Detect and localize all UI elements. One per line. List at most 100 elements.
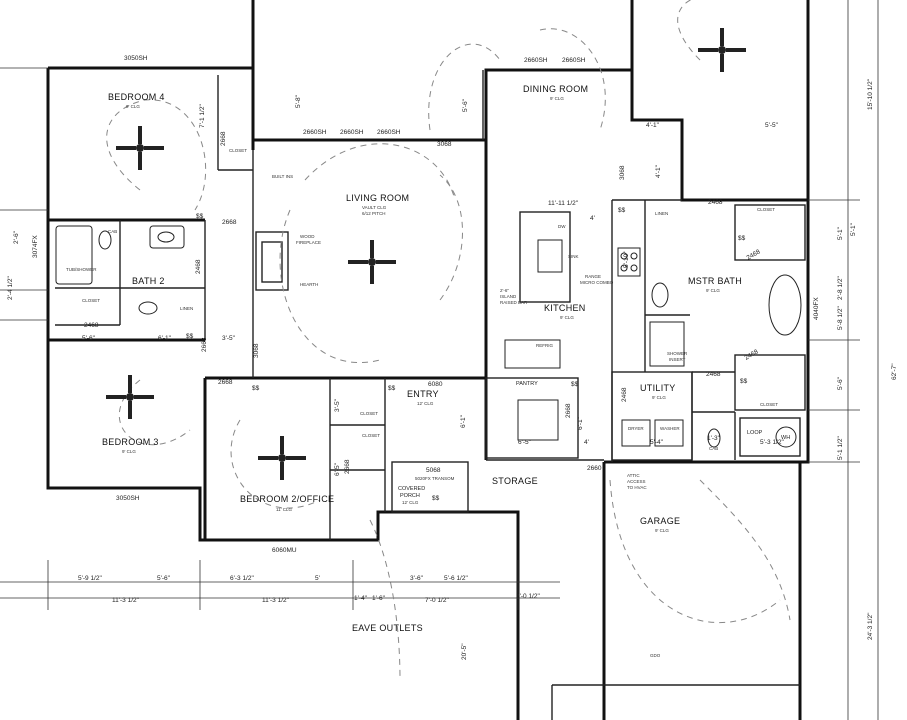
room-label-bedroom3: BEDROOM 3 bbox=[102, 437, 159, 447]
svg-text:2668: 2668 bbox=[565, 403, 572, 418]
svg-text:RANGE: RANGE bbox=[585, 274, 601, 279]
svg-text:6'-5": 6'-5" bbox=[334, 462, 341, 476]
svg-text:2668: 2668 bbox=[220, 131, 227, 146]
svg-text:4': 4' bbox=[584, 439, 589, 446]
svg-text:20'-5": 20'-5" bbox=[461, 643, 468, 660]
svg-text:2660SH: 2660SH bbox=[562, 57, 586, 64]
svg-text:6060MU: 6060MU bbox=[272, 547, 297, 554]
sink-icon bbox=[149, 225, 185, 249]
svg-text:5'-8": 5'-8" bbox=[295, 94, 302, 108]
room-label-living: LIVING ROOM bbox=[346, 193, 409, 203]
svg-text:9' CLG: 9' CLG bbox=[550, 96, 564, 101]
svg-text:9' CLG: 9' CLG bbox=[706, 288, 720, 293]
svg-text:LINEN: LINEN bbox=[655, 211, 668, 216]
svg-text:DRYER: DRYER bbox=[628, 426, 644, 431]
svg-text:6'-1": 6'-1" bbox=[577, 416, 584, 430]
svg-text:24'-3 1/2": 24'-3 1/2" bbox=[867, 612, 874, 640]
svg-text:2668: 2668 bbox=[222, 219, 237, 226]
svg-text:5'-6": 5'-6" bbox=[157, 575, 171, 582]
svg-text:2660SH: 2660SH bbox=[303, 129, 327, 136]
svg-text:SINK: SINK bbox=[568, 254, 579, 259]
svg-text:12' CLG: 12' CLG bbox=[417, 401, 434, 406]
sink-icon bbox=[138, 301, 158, 315]
svg-text:$$: $$ bbox=[186, 333, 194, 340]
room-labels: BEDROOM 4 9' CLG BATH 2 LIVING ROOM VAUL… bbox=[102, 84, 742, 633]
svg-text:5'-6 1/2": 5'-6 1/2" bbox=[444, 575, 468, 582]
svg-text:SHOWER: SHOWER bbox=[667, 351, 688, 356]
svg-text:5'-1": 5'-1" bbox=[837, 226, 844, 240]
svg-text:TUB/SHOWER: TUB/SHOWER bbox=[66, 267, 97, 272]
svg-text:3050SH: 3050SH bbox=[124, 55, 148, 62]
room-label-porch: COVERED bbox=[398, 486, 425, 492]
pantry-shelf bbox=[517, 399, 559, 441]
bathtub-icon bbox=[55, 225, 93, 285]
svg-text:DW: DW bbox=[558, 224, 566, 229]
svg-text:9' CLG: 9' CLG bbox=[560, 315, 574, 320]
svg-text:11' CLG: 11' CLG bbox=[276, 507, 293, 512]
svg-text:2'-6": 2'-6" bbox=[13, 230, 20, 244]
svg-text:2468: 2468 bbox=[744, 348, 760, 361]
svg-text:$$: $$ bbox=[571, 381, 579, 388]
svg-text:$$: $$ bbox=[740, 378, 748, 385]
svg-text:6'-1": 6'-1" bbox=[460, 414, 467, 428]
svg-text:3074FX: 3074FX bbox=[32, 235, 39, 258]
bathtub-icon bbox=[768, 274, 802, 336]
svg-text:$$: $$ bbox=[618, 207, 626, 214]
svg-text:6'-5": 6'-5" bbox=[518, 439, 532, 446]
washer-icon bbox=[654, 419, 684, 447]
svg-text:ACCESS: ACCESS bbox=[627, 479, 646, 484]
svg-text:6'-1": 6'-1" bbox=[158, 335, 172, 342]
svg-text:1'-3": 1'-3" bbox=[707, 435, 721, 442]
svg-text:CLOSET: CLOSET bbox=[362, 433, 380, 438]
svg-text:WH: WH bbox=[781, 435, 790, 441]
svg-text:$$: $$ bbox=[252, 385, 260, 392]
svg-text:2668: 2668 bbox=[218, 379, 233, 386]
svg-text:REFRIG: REFRIG bbox=[536, 343, 554, 348]
svg-text:3068: 3068 bbox=[253, 343, 260, 358]
svg-text:2468: 2468 bbox=[621, 387, 628, 402]
svg-text:FIREPLACE: FIREPLACE bbox=[296, 240, 321, 245]
svg-text:GDO: GDO bbox=[650, 653, 661, 658]
svg-text:2660SH: 2660SH bbox=[340, 129, 364, 136]
range-icon bbox=[617, 247, 641, 277]
svg-text:3'-6": 3'-6" bbox=[410, 575, 424, 582]
svg-text:CLOSET: CLOSET bbox=[360, 411, 378, 416]
svg-text:6080: 6080 bbox=[428, 381, 443, 388]
svg-text:5'-1 1/2": 5'-1 1/2" bbox=[837, 436, 844, 460]
svg-text:5'-10": 5'-10" bbox=[623, 251, 630, 268]
refrigerator-icon bbox=[504, 339, 561, 369]
room-label-kitchen: KITCHEN bbox=[544, 303, 586, 313]
svg-text:LOOP: LOOP bbox=[747, 430, 763, 436]
svg-text:WASHER: WASHER bbox=[660, 426, 680, 431]
svg-text:9' CLG: 9' CLG bbox=[122, 449, 136, 454]
eave-outlets-label: EAVE OUTLETS bbox=[352, 623, 423, 633]
svg-text:CAB: CAB bbox=[108, 229, 117, 234]
svg-text:VAULT CLG: VAULT CLG bbox=[362, 205, 387, 210]
svg-text:9' CLG: 9' CLG bbox=[126, 104, 140, 109]
svg-text:5020FX TRANSOM: 5020FX TRANSOM bbox=[415, 476, 455, 481]
svg-text:MICRO COMBO: MICRO COMBO bbox=[580, 280, 614, 285]
svg-text:PORCH: PORCH bbox=[400, 493, 420, 499]
room-label-mstrbath: MSTR BATH bbox=[688, 276, 742, 286]
svg-text:5'-9 1/2": 5'-9 1/2" bbox=[78, 575, 102, 582]
svg-text:2660SH: 2660SH bbox=[524, 57, 548, 64]
svg-text:4': 4' bbox=[590, 215, 595, 222]
svg-text:5'-6": 5'-6" bbox=[837, 376, 844, 390]
svg-text:$$: $$ bbox=[432, 495, 440, 502]
window-tags: 3050SH 2660SH 2660SH 2660SH 2660SH 2660S… bbox=[32, 55, 820, 554]
kitchen-sink-icon bbox=[537, 239, 563, 273]
switch-markers: $$ $$ $$ $$ $$ $$ $$ $$ $$ bbox=[186, 207, 748, 502]
svg-text:6'-3 1/2": 6'-3 1/2" bbox=[230, 575, 254, 582]
ceiling-fan-icon bbox=[348, 240, 396, 284]
svg-text:2'-6": 2'-6" bbox=[500, 288, 509, 293]
shower-icon bbox=[649, 321, 685, 367]
svg-text:LINEN: LINEN bbox=[180, 306, 193, 311]
svg-text:5068: 5068 bbox=[426, 467, 441, 474]
sink-icon bbox=[651, 282, 669, 308]
svg-text:4'-1": 4'-1" bbox=[655, 164, 662, 178]
svg-text:7'-1 1/2": 7'-1 1/2" bbox=[199, 104, 206, 128]
dimension-lines bbox=[0, 0, 879, 720]
svg-text:4'-1": 4'-1" bbox=[646, 122, 660, 129]
svg-text:2'-0 1/2": 2'-0 1/2" bbox=[516, 593, 540, 600]
toilet-icon bbox=[98, 230, 112, 250]
